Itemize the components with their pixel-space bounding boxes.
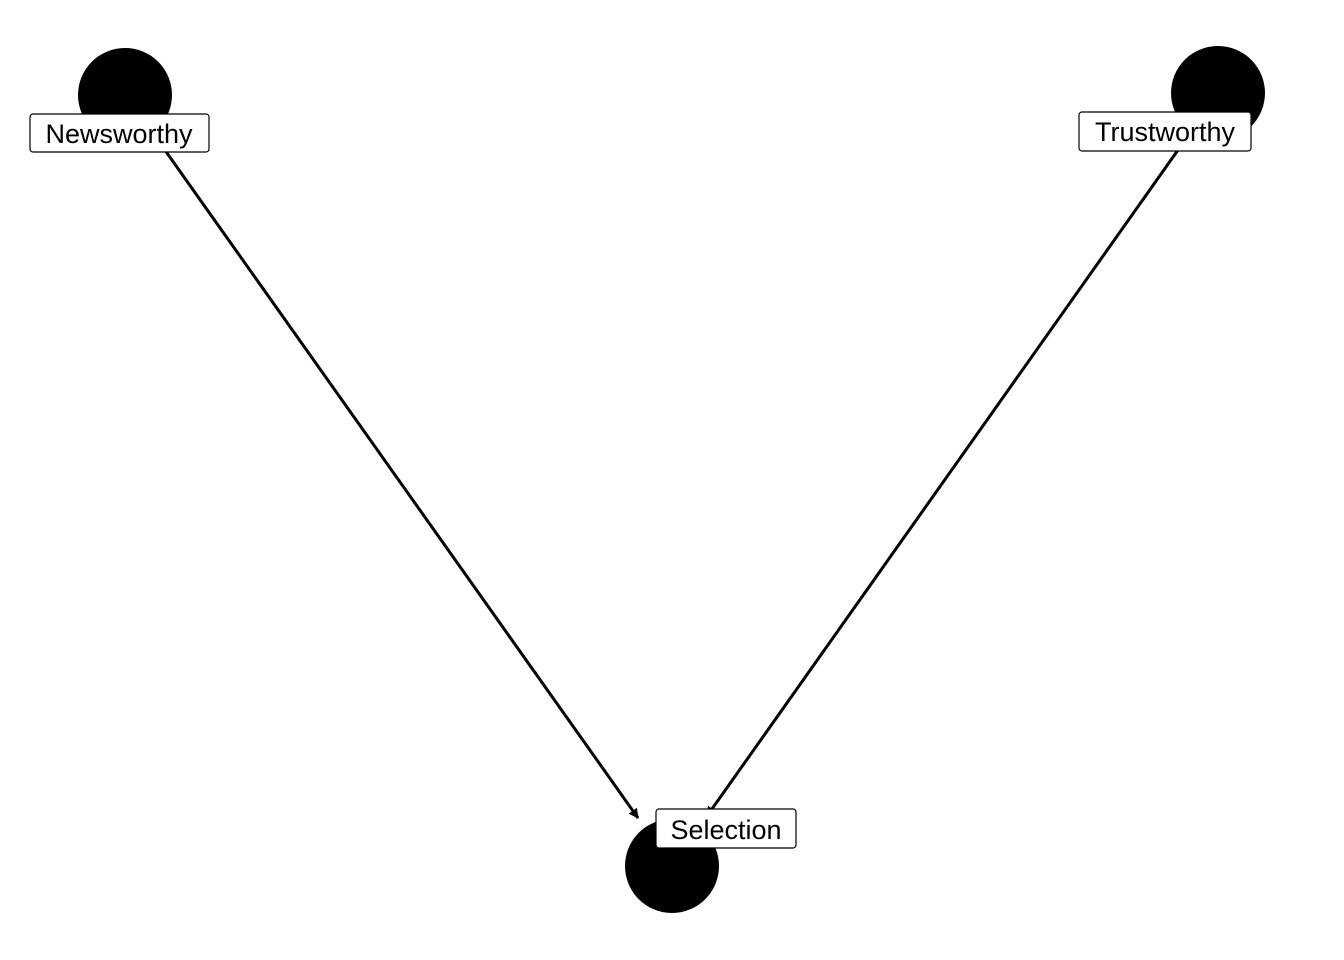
- node-label-newsworthy: Newsworthy: [45, 119, 193, 149]
- node-label-selection: Selection: [670, 815, 781, 845]
- node-trustworthy[interactable]: Trustworthy: [1078, 46, 1265, 152]
- label-box-selection: [655, 808, 797, 849]
- label-box-newsworthy: [29, 113, 210, 153]
- edge-trustworthy-to-selection: [705, 149, 1180, 817]
- node-newsworthy[interactable]: Newsworthy: [29, 48, 210, 153]
- label-box-trustworthy: [1078, 111, 1252, 152]
- edges: [160, 145, 1180, 819]
- node-selection[interactable]: Selection: [625, 808, 797, 913]
- node-label-trustworthy: Trustworthy: [1095, 117, 1236, 147]
- edge-newsworthy-to-selection: [160, 145, 640, 819]
